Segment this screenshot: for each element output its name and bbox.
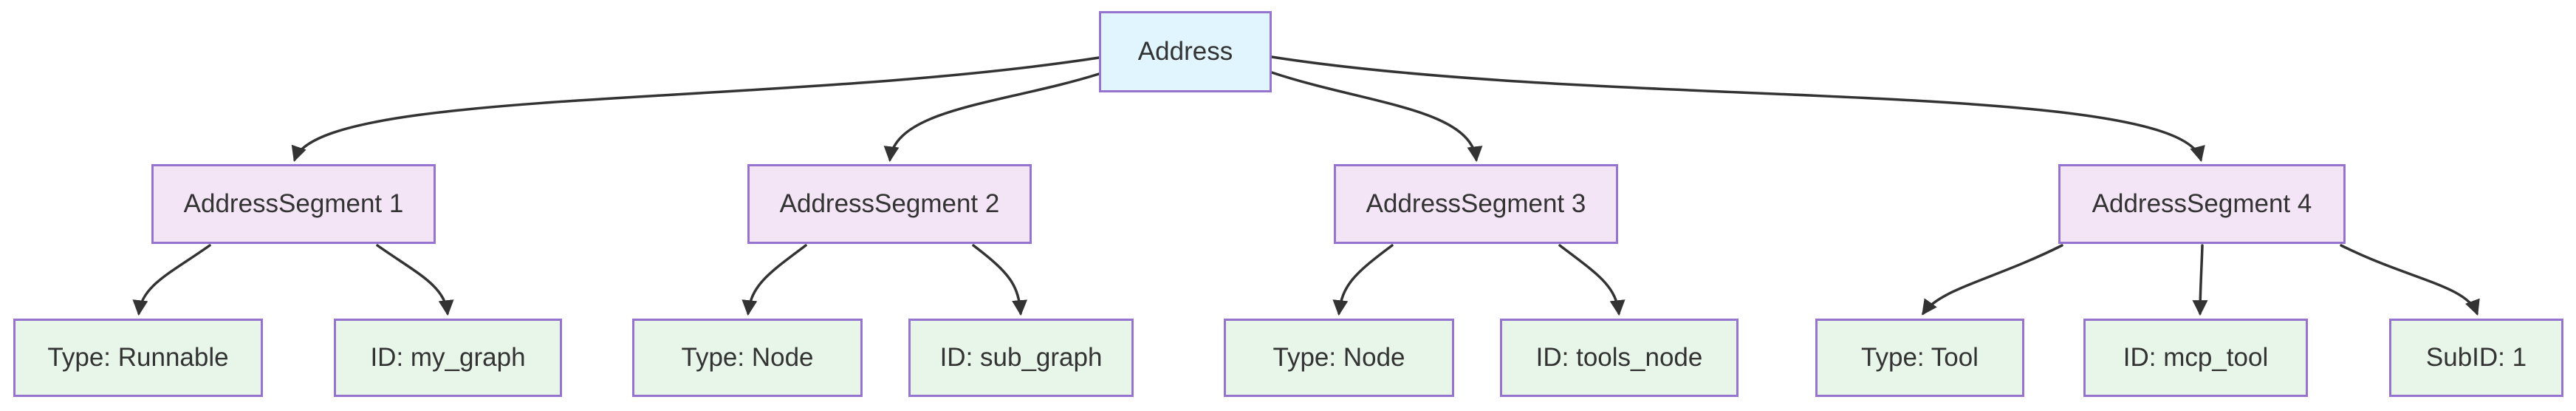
- edge-segment-4-to-type: [1922, 244, 2063, 316]
- edge-segment-3-to-id: [1558, 244, 1626, 316]
- node-segment-4-subid: SubID: 1: [2389, 319, 2563, 397]
- edge-segment-4-to-id: [2192, 244, 2208, 316]
- edges-group: [132, 55, 2480, 316]
- edge-root-to-segment-2: [883, 72, 1100, 163]
- edge-segment-3-to-type: [1332, 244, 1394, 316]
- edge-segment-1-to-type: [132, 244, 211, 316]
- edge-segment-2-to-id: [972, 244, 1028, 316]
- node-segment-1-id: ID: my_graph: [334, 319, 562, 397]
- edge-segment-4-to-subid: [2340, 244, 2480, 316]
- node-segment-3-type: Type: Node: [1224, 319, 1454, 397]
- node-segment-2-id: ID: sub_graph: [908, 319, 1134, 397]
- node-address-segment-4: AddressSegment 4: [2058, 164, 2346, 244]
- edge-root-to-segment-4: [1270, 55, 2205, 163]
- node-address: Address: [1099, 11, 1272, 92]
- node-address-segment-1: AddressSegment 1: [151, 164, 436, 244]
- node-address-segment-2: AddressSegment 2: [747, 164, 1032, 244]
- node-segment-1-type: Type: Runnable: [13, 319, 263, 397]
- node-address-segment-3: AddressSegment 3: [1334, 164, 1618, 244]
- node-segment-4-type: Type: Tool: [1815, 319, 2024, 397]
- edge-segment-1-to-id: [376, 244, 454, 316]
- node-segment-4-id: ID: mcp_tool: [2083, 319, 2308, 397]
- edge-root-to-segment-1: [291, 56, 1100, 162]
- node-segment-3-id: ID: tools_node: [1500, 319, 1739, 397]
- edge-segment-2-to-type: [741, 244, 807, 316]
- edge-root-to-segment-3: [1270, 71, 1483, 163]
- node-segment-2-type: Type: Node: [632, 319, 863, 397]
